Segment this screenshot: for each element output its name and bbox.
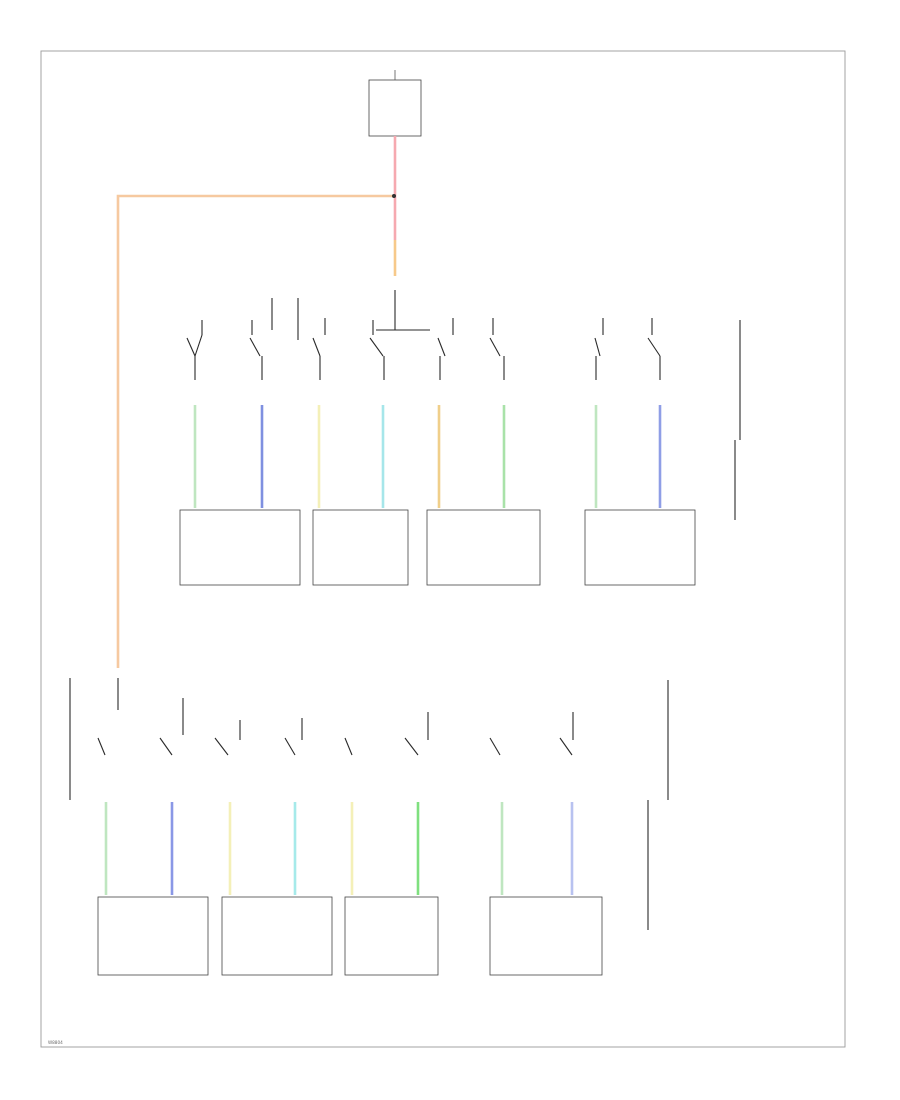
splice-point	[392, 194, 396, 198]
passenger-horizontal-motor	[344, 896, 439, 976]
passenger-motor-boxes	[97, 896, 603, 976]
passenger-front-vertical-motor	[97, 896, 209, 976]
driver-horizontal-motor	[426, 509, 541, 586]
feed-wire	[116, 194, 394, 668]
driver-rear-vertical-motor	[312, 509, 409, 586]
driver-side-switch	[734, 320, 741, 520]
driver-switch-section	[179, 290, 741, 586]
driver-motor-boxes	[179, 509, 696, 586]
passenger-switch-section	[69, 678, 669, 976]
passenger-recline-motor	[489, 896, 603, 976]
passenger-switch-contacts	[182, 698, 574, 740]
driver-recline-motor	[584, 509, 696, 586]
diagram-code: W8804	[48, 1040, 63, 1045]
passenger-switch-blades	[97, 737, 573, 756]
fuse-block	[368, 70, 422, 137]
passenger-side-switch	[647, 680, 669, 930]
diagram-frame	[40, 50, 846, 1048]
driver-stubs	[194, 356, 661, 380]
driver-wires	[193, 405, 662, 508]
passenger-rear-vertical-motor	[221, 896, 333, 976]
driver-front-vertical-motor	[179, 509, 301, 586]
driver-switch-blades	[186, 334, 661, 357]
passenger-wires	[104, 802, 574, 895]
driver-switch-contacts	[201, 298, 653, 340]
